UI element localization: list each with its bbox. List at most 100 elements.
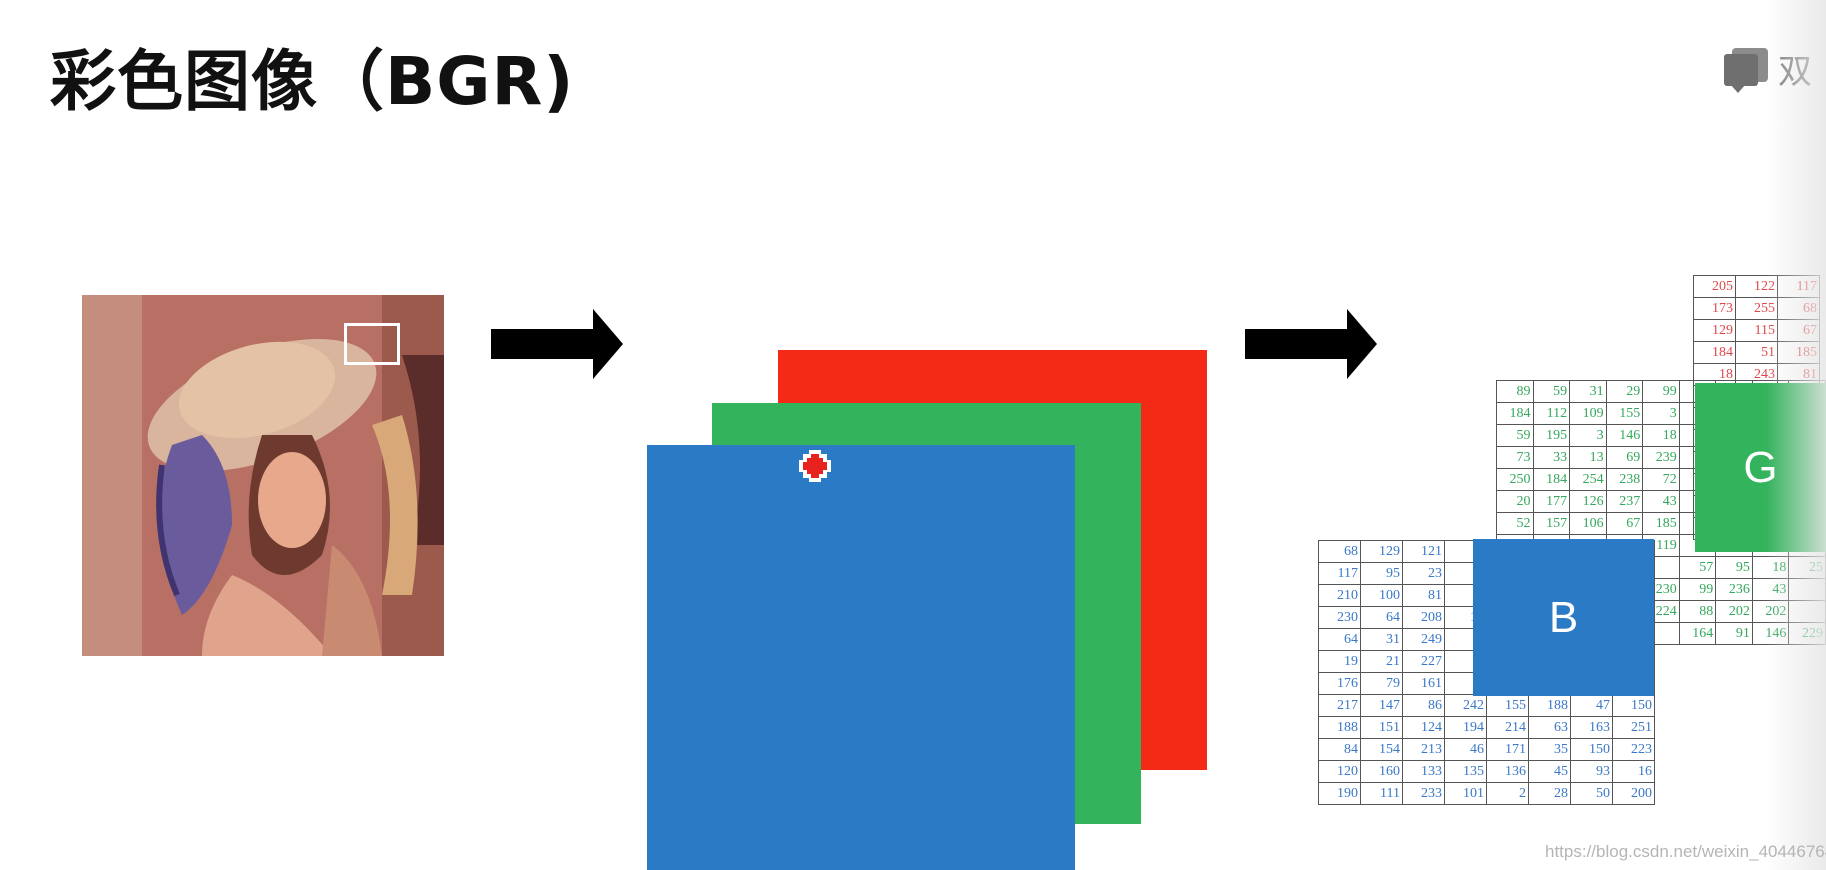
matrix-cell: 69 — [1606, 447, 1643, 469]
matrix-cell: 230 — [1319, 607, 1361, 629]
matrix-cell: 184 — [1533, 469, 1570, 491]
chat-logo-icon — [1722, 46, 1770, 92]
matrix-cell: 111 — [1361, 783, 1403, 805]
matrix-cell: 106 — [1570, 513, 1607, 535]
matrix-cell: 57 — [1679, 557, 1716, 579]
matrix-cell: 84 — [1319, 739, 1361, 761]
matrix-cell: 112 — [1533, 403, 1570, 425]
matrix-cell: 239 — [1643, 447, 1680, 469]
matrix-cell: 160 — [1361, 761, 1403, 783]
matrix-cell: 23 — [1403, 563, 1445, 585]
matrix-cell: 171 — [1487, 739, 1529, 761]
matrix-cell: 146 — [1606, 425, 1643, 447]
matrix-cell: 46 — [1445, 739, 1487, 761]
matrix-cell: 67 — [1606, 513, 1643, 535]
matrix-cell: 64 — [1319, 629, 1361, 651]
matrix-cell: 28 — [1529, 783, 1571, 805]
matrix-cell: 237 — [1606, 491, 1643, 513]
matrix-cell: 164 — [1679, 623, 1716, 645]
matrix-cell: 163 — [1571, 717, 1613, 739]
matrix-cell: 147 — [1361, 695, 1403, 717]
matrix-cell: 59 — [1533, 381, 1570, 403]
matrix-cell: 91 — [1716, 623, 1753, 645]
matrix-cell: 210 — [1319, 585, 1361, 607]
matrix-cell: 79 — [1361, 673, 1403, 695]
matrix-cell: 184 — [1694, 342, 1736, 364]
matrix-cell: 217 — [1319, 695, 1361, 717]
matrix-cell: 59 — [1497, 425, 1534, 447]
matrix-cell: 86 — [1403, 695, 1445, 717]
matrix-cell: 3 — [1643, 403, 1680, 425]
matrix-cell: 101 — [1445, 783, 1487, 805]
matrix-cell: 195 — [1533, 425, 1570, 447]
matrix-cell: 188 — [1319, 717, 1361, 739]
matrix-cell: 52 — [1497, 513, 1534, 535]
matrix-cell: 33 — [1533, 447, 1570, 469]
matrix-cell: 95 — [1716, 557, 1753, 579]
matrix-cell: 233 — [1403, 783, 1445, 805]
matrix-cell: 157 — [1533, 513, 1570, 535]
matrix-cell: 151 — [1361, 717, 1403, 739]
matrix-cell: 29 — [1606, 381, 1643, 403]
matrix-cell: 188 — [1529, 695, 1571, 717]
matrix-cell: 250 — [1497, 469, 1534, 491]
arrow-right-icon — [491, 329, 623, 359]
watermark: https://blog.csdn.net/weixin_40446764 — [1545, 842, 1826, 862]
matrix-cell: 223 — [1613, 739, 1655, 761]
matrix-cell: 227 — [1403, 651, 1445, 673]
matrix-cell: 205 — [1694, 276, 1736, 298]
matrix-cell: 190 — [1319, 783, 1361, 805]
edge-shadow — [1766, 0, 1826, 870]
matrix-cell: 185 — [1643, 513, 1680, 535]
matrix-cell: 129 — [1361, 541, 1403, 563]
matrix-cell: 47 — [1571, 695, 1613, 717]
matrix-cell: 200 — [1613, 783, 1655, 805]
matrix-cell: 120 — [1319, 761, 1361, 783]
matrix-cell: 93 — [1571, 761, 1613, 783]
matrix-cell: 176 — [1319, 673, 1361, 695]
matrix-cell: 31 — [1570, 381, 1607, 403]
matrix-cell: 45 — [1529, 761, 1571, 783]
matrix-cell: 31 — [1361, 629, 1403, 651]
matrix-cell: 121 — [1403, 541, 1445, 563]
matrix-cell: 73 — [1497, 447, 1534, 469]
matrix-cell: 208 — [1403, 607, 1445, 629]
matrix-cell: 19 — [1319, 651, 1361, 673]
matrix-cell: 213 — [1403, 739, 1445, 761]
matrix-cell: 133 — [1403, 761, 1445, 783]
matrix-cell: 50 — [1571, 783, 1613, 805]
pixel-marker-icon — [797, 448, 833, 484]
matrix-cell: 124 — [1403, 717, 1445, 739]
sample-photo — [82, 295, 444, 656]
matrix-cell: 13 — [1570, 447, 1607, 469]
matrix-cell: 202 — [1716, 601, 1753, 623]
matrix-cell: 184 — [1497, 403, 1534, 425]
matrix-cell: 20 — [1497, 491, 1534, 513]
matrix-cell: 161 — [1403, 673, 1445, 695]
blue-channel-label: B — [1473, 539, 1654, 696]
blue-channel-layer — [647, 445, 1075, 870]
matrix-cell: 154 — [1361, 739, 1403, 761]
matrix-cell: 72 — [1643, 469, 1680, 491]
matrix-cell: 155 — [1606, 403, 1643, 425]
matrix-cell: 16 — [1613, 761, 1655, 783]
matrix-cell: 3 — [1570, 425, 1607, 447]
matrix-cell: 89 — [1497, 381, 1534, 403]
matrix-cell: 242 — [1445, 695, 1487, 717]
matrix-cell: 35 — [1529, 739, 1571, 761]
matrix-cell: 117 — [1319, 563, 1361, 585]
matrix-cell: 251 — [1613, 717, 1655, 739]
page-title: 彩色图像（BGR) — [50, 28, 574, 124]
matrix-cell: 135 — [1445, 761, 1487, 783]
matrix-cell: 21 — [1361, 651, 1403, 673]
matrix-cell: 2 — [1487, 783, 1529, 805]
arrow-right-icon — [1245, 329, 1377, 359]
matrix-cell: 236 — [1716, 579, 1753, 601]
matrix-cell: 64 — [1361, 607, 1403, 629]
matrix-cell: 155 — [1487, 695, 1529, 717]
matrix-cell: 129 — [1694, 320, 1736, 342]
